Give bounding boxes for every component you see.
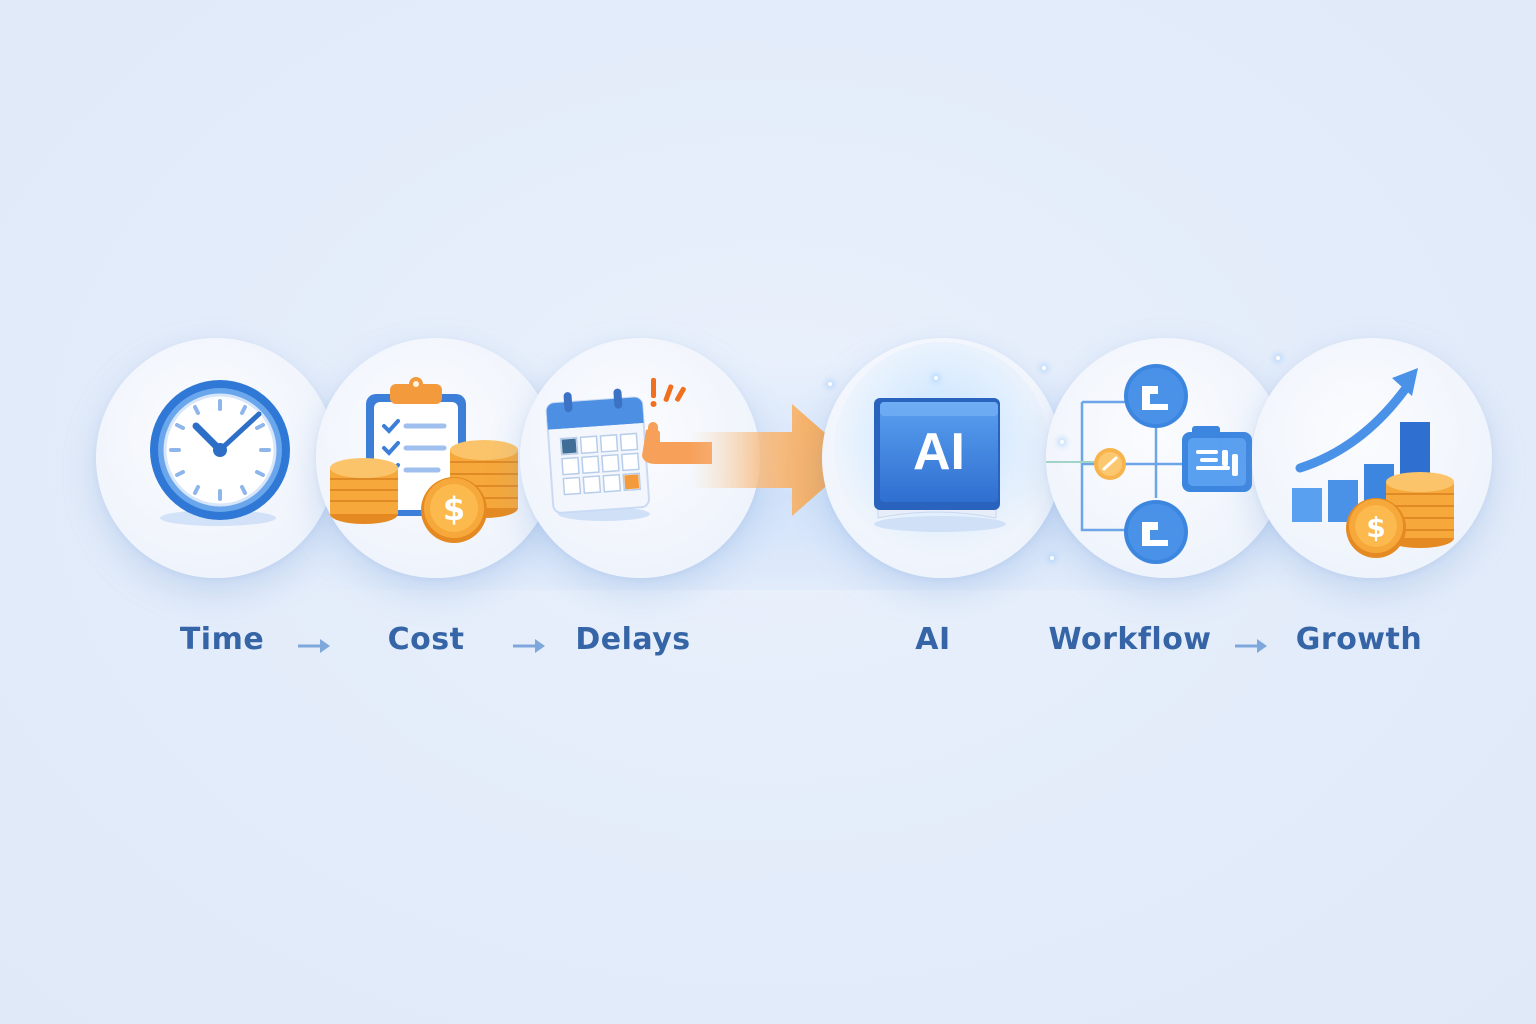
step-label-ai: AI	[915, 622, 951, 657]
clock-icon	[150, 380, 290, 526]
arrow-right-icon	[1235, 639, 1267, 653]
clipboard-coins-icon: $	[330, 377, 518, 543]
step-label-delays: Delays	[575, 622, 691, 657]
sparkle-decoration	[1042, 366, 1046, 370]
sparkle-decoration	[1276, 356, 1280, 360]
step-label-growth: Growth	[1295, 622, 1423, 657]
sparkle-decoration	[1050, 556, 1054, 560]
calendar-alert-icon	[545, 378, 712, 521]
workflow-nodes-icon	[1046, 364, 1252, 564]
ai-circle: AI	[822, 338, 1062, 578]
svg-text:$: $	[443, 490, 465, 528]
sparkle-decoration	[1060, 440, 1064, 444]
arrow-right-icon	[298, 639, 330, 653]
step-label-cost: Cost	[387, 622, 465, 657]
growth-chart-coins-icon: $	[1292, 368, 1454, 558]
time-circle	[96, 338, 336, 578]
step-label-workflow: Workflow	[1048, 622, 1212, 657]
ai-book-icon	[834, 342, 1050, 558]
growth-circle: $	[1252, 338, 1492, 578]
svg-text:$: $	[1366, 511, 1385, 544]
cost-circle: $	[316, 338, 556, 578]
ai-badge-text: AI	[913, 423, 965, 481]
transition-arrow-icon	[690, 404, 856, 516]
sparkle-decoration	[934, 376, 938, 380]
arrow-right-icon	[513, 639, 545, 653]
step-label-time: Time	[179, 622, 265, 657]
sparkle-decoration	[828, 382, 832, 386]
workflow-circle	[1046, 338, 1286, 578]
